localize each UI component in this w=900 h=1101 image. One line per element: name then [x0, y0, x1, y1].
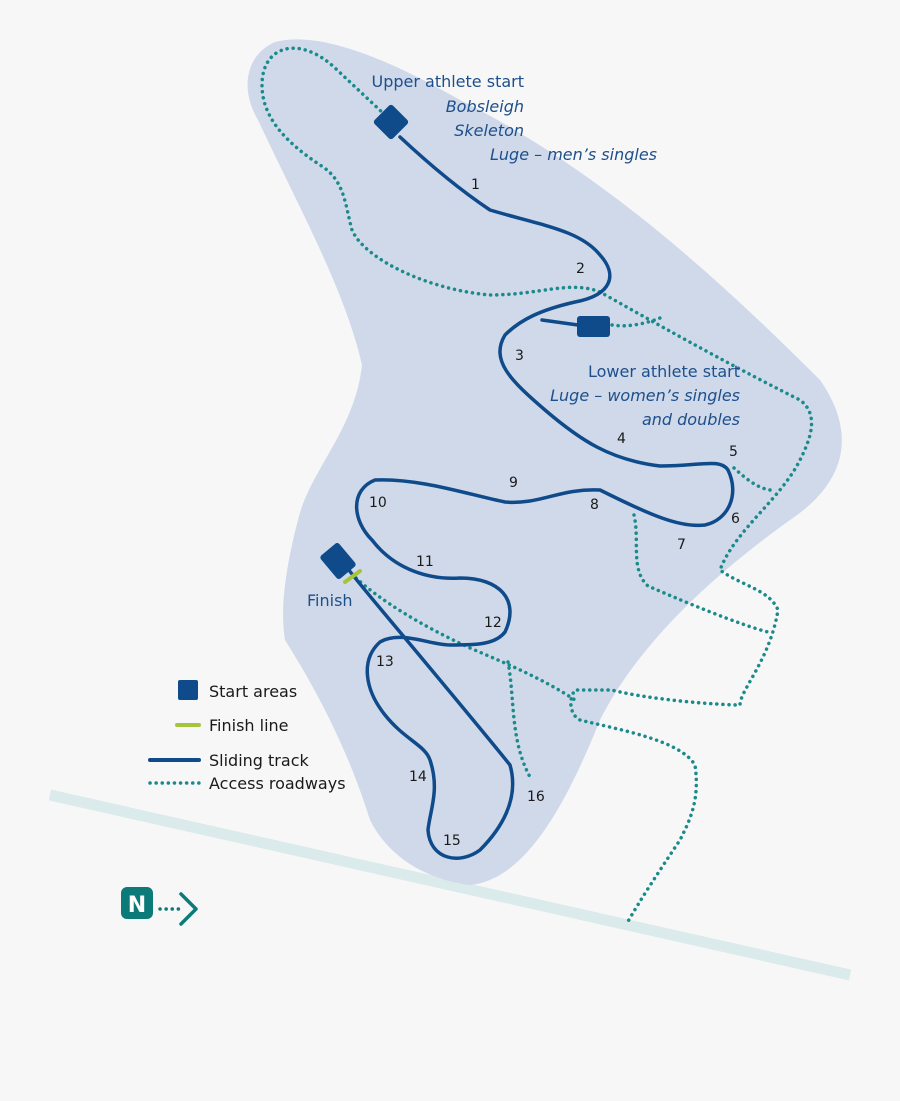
turn-label: 4 [617, 431, 626, 447]
turn-label: 14 [409, 769, 427, 785]
venue-area [247, 39, 842, 885]
north-indicator: N [121, 887, 198, 926]
legend: Start areas Finish line Sliding track Ac… [148, 680, 346, 793]
turn-label: 7 [677, 537, 686, 553]
legend-sliding-track: Sliding track [209, 751, 309, 770]
turn-label: 5 [729, 444, 738, 460]
turn-label: 16 [527, 789, 545, 805]
upper-event-bobsleigh: Bobsleigh [446, 97, 524, 116]
legend-start-areas: Start areas [209, 682, 297, 701]
north-letter: N [128, 893, 146, 918]
sliding-track [343, 135, 735, 860]
lower-event-doubles: and doubles [642, 410, 740, 429]
turn-label: 2 [576, 261, 585, 277]
finish-label: Finish [307, 591, 353, 610]
turn-label: 1 [471, 177, 480, 193]
turn-label: 8 [590, 497, 599, 513]
turn-label: 11 [416, 554, 434, 570]
legend-finish-line: Finish line [209, 716, 289, 735]
highway [48, 789, 852, 981]
turn-label: 13 [376, 654, 394, 670]
turn-label: 9 [509, 475, 518, 491]
upper-start-area [373, 104, 409, 140]
turn-label: 6 [731, 511, 740, 527]
north-arrow-head-icon [179, 892, 198, 926]
finish-line-mark [343, 569, 362, 584]
north-badge [121, 887, 153, 919]
upper-start-title: Upper athlete start [371, 72, 524, 91]
legend-start-swatch [178, 680, 198, 700]
upper-event-luge-men: Luge – men’s singles [490, 145, 657, 164]
turn-label: 3 [515, 348, 524, 364]
legend-access-roadways: Access roadways [209, 774, 346, 793]
turn-label: 15 [443, 833, 461, 849]
upper-event-skeleton: Skeleton [454, 121, 524, 140]
lower-start-title: Lower athlete start [588, 362, 740, 381]
access-roadways [260, 46, 814, 927]
lower-event-luge-women: Luge – women’s singles [550, 386, 740, 405]
lower-start-area [577, 316, 610, 337]
finish-area [320, 543, 356, 579]
turn-label: 12 [484, 615, 502, 631]
turn-label: 10 [369, 495, 387, 511]
